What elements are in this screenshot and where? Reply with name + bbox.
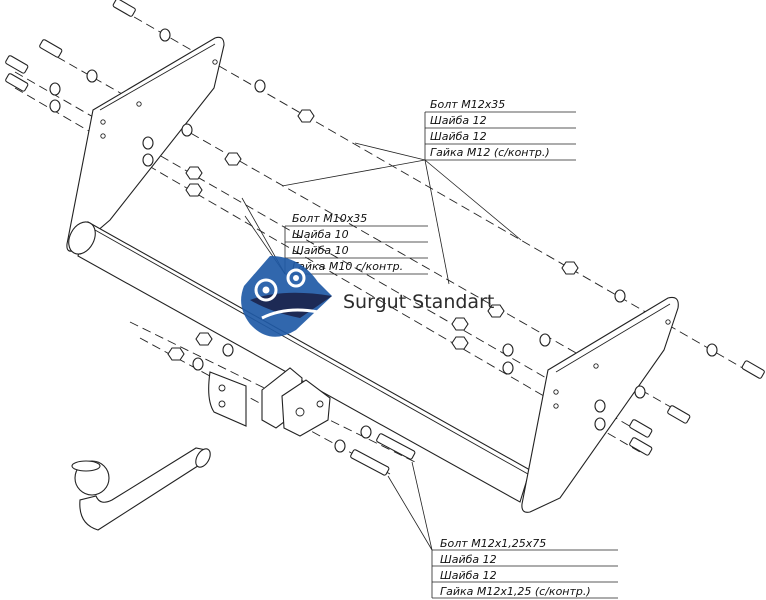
washer-icon — [360, 425, 372, 439]
gear-icon — [286, 268, 306, 288]
washer-icon — [142, 136, 154, 150]
callout-m12x125-line-2: Шайба 12 — [440, 553, 497, 566]
washer-icon — [49, 99, 61, 113]
bolt-icon — [350, 449, 390, 476]
washer-icon — [502, 361, 514, 375]
callout-m12x35-line-4: Гайка М12 (с/контр.) — [430, 146, 550, 159]
washer-icon — [254, 79, 266, 93]
nut-icon — [297, 109, 315, 123]
callout-m10x35-line-2: Шайба 10 — [292, 228, 349, 241]
bolt-icon — [629, 437, 653, 456]
washer-icon — [539, 333, 551, 347]
callout-m10x35-line-3: Шайба 10 — [292, 244, 349, 257]
bolt-icon — [667, 405, 691, 424]
washer-icon — [192, 357, 204, 371]
nut-icon — [195, 332, 213, 346]
bolt-icon — [5, 73, 29, 92]
washer-icon — [159, 28, 171, 42]
washer-icon — [222, 343, 234, 357]
cross-beam — [68, 221, 536, 503]
washer-icon — [502, 343, 514, 357]
socket-bracket — [208, 367, 331, 437]
bolt-icon — [112, 0, 136, 17]
washer-icon — [614, 289, 626, 303]
logo-text: Surgut Standart — [343, 291, 494, 313]
callout-m12x125-line-4: Гайка М12х1,25 (с/контр.) — [440, 585, 591, 598]
nut-icon — [451, 317, 469, 331]
callout-m12x35: Болт М12х35 Шайба 12 Шайба 12 Гайка М12 … — [281, 98, 576, 285]
callout-m12x125-line-3: Шайба 12 — [440, 569, 497, 582]
nut-icon — [451, 336, 469, 350]
callout-m12x125: Болт М12х1,25х75 Шайба 12 Шайба 12 Гайка… — [387, 461, 618, 599]
washer-icon — [594, 417, 606, 431]
washer-icon — [86, 69, 98, 83]
callout-m12x35-line-3: Шайба 12 — [430, 130, 487, 143]
nut-icon — [185, 183, 203, 197]
callout-m10x35-line-1: Болт М10х35 — [292, 212, 367, 225]
bolt-icon — [5, 55, 29, 74]
washer-icon — [634, 385, 646, 399]
callout-m12x125-line-1: Болт М12х1,25х75 — [440, 537, 546, 550]
washer-icon — [594, 399, 606, 413]
nut-icon — [487, 304, 505, 318]
callout-m12x35-line-1: Болт М12х35 — [430, 98, 505, 111]
washer-icon — [181, 123, 193, 137]
gear-icon — [254, 278, 278, 302]
nut-icon — [185, 166, 203, 180]
callout-m10x35-line-4: Гайка М10 с/контр. — [292, 260, 403, 273]
nut-icon — [224, 152, 242, 166]
bolt-icon — [629, 419, 653, 438]
callout-m12x35-line-2: Шайба 12 — [430, 114, 487, 127]
surgut-standart-logo: Surgut Standart — [241, 256, 494, 337]
fasteners — [5, 0, 765, 476]
washer-icon — [142, 153, 154, 167]
washer-icon — [334, 439, 346, 453]
nut-icon — [167, 347, 185, 361]
bolt-icon — [741, 360, 765, 379]
bolt-icon — [376, 433, 416, 460]
tow-ball — [71, 447, 211, 531]
washer-icon — [706, 343, 718, 357]
washer-icon — [49, 82, 61, 96]
nut-icon — [561, 261, 579, 275]
bolt-icon — [39, 39, 63, 58]
